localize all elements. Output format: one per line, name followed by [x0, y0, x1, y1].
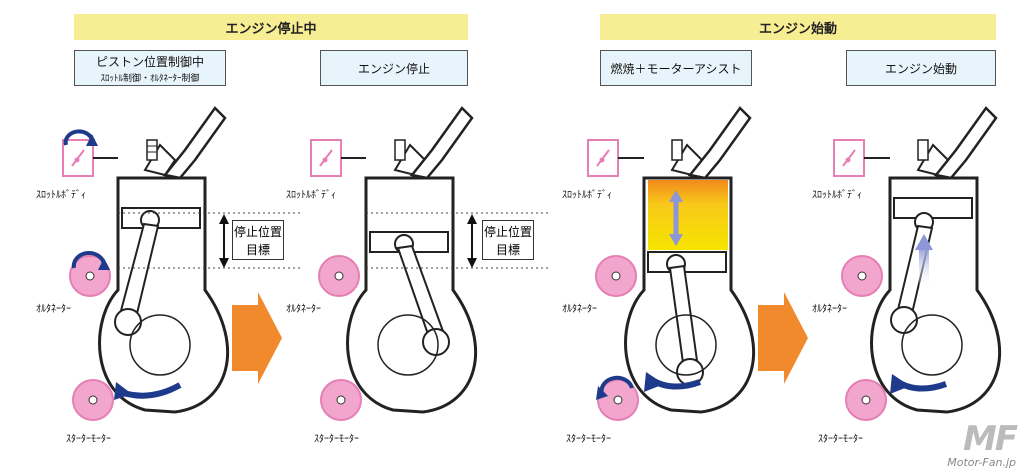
- step-box-piston-control: ピストン位置制御中 ｽﾛｯﾄﾙ制御・ｵﾙﾀﾈｰﾀｰ制御: [74, 50, 226, 86]
- logo-mark: MF: [962, 419, 1018, 459]
- panel-4-engine: [870, 106, 1001, 414]
- step-subtitle: ｽﾛｯﾄﾙ制御・ｵﾙﾀﾈｰﾀｰ制御: [100, 73, 200, 84]
- rotation-arrow-icon: [63, 129, 94, 146]
- label-alternator: ｵﾙﾀﾈｰﾀｰ: [562, 304, 597, 315]
- label-alternator: ｵﾙﾀﾈｰﾀｰ: [36, 304, 71, 315]
- combustion-chamber: [648, 180, 728, 250]
- step-title: エンジン始動: [884, 61, 957, 76]
- logo-site: Motor-Fan.jp: [947, 456, 1016, 469]
- step-title: 燃焼＋モーターアシスト: [610, 61, 742, 76]
- transition-arrow-icon: [232, 292, 282, 384]
- motor-fan-logo: MF Motor-Fan.jp: [947, 419, 1018, 469]
- target-line2: 目標: [245, 243, 270, 257]
- label-throttle-body: ｽﾛｯﾄﾙﾎﾞﾃﾞｨ: [812, 190, 862, 201]
- label-starter-motor: ｽﾀｰﾀｰﾓｰﾀｰ: [566, 434, 611, 445]
- stop-position-target-1: 停止位置 目標: [232, 220, 284, 260]
- target-line2: 目標: [495, 243, 520, 257]
- label-starter-motor: ｽﾀｰﾀｰﾓｰﾀｰ: [818, 434, 863, 445]
- step-title: ピストン位置制御中: [95, 54, 204, 69]
- step-box-engine-stop: エンジン停止: [320, 50, 468, 86]
- label-throttle-body: ｽﾛｯﾄﾙﾎﾞﾃﾞｨ: [562, 190, 612, 201]
- label-throttle-body: ｽﾛｯﾄﾙﾎﾞﾃﾞｨ: [286, 190, 336, 201]
- transition-arrow-icon: [758, 292, 808, 384]
- banner-engine-stopped: エンジン停止中: [74, 14, 468, 40]
- step-title: エンジン停止: [357, 61, 430, 76]
- label-starter-motor: ｽﾀｰﾀｰﾓｰﾀｰ: [66, 434, 111, 445]
- stop-position-target-2: 停止位置 目標: [482, 220, 534, 260]
- panel-2-engine: [346, 106, 477, 414]
- banner-engine-stopped-text: エンジン停止中: [225, 21, 317, 37]
- label-alternator: ｵﾙﾀﾈｰﾀｰ: [812, 304, 847, 315]
- banner-engine-start: エンジン始動: [600, 14, 996, 40]
- panel-3-engine: [624, 106, 755, 414]
- target-line1: 停止位置: [483, 225, 532, 239]
- step-box-engine-start: エンジン始動: [846, 50, 996, 86]
- target-line1: 停止位置: [233, 225, 282, 239]
- banner-engine-start-text: エンジン始動: [758, 21, 837, 37]
- step-box-combustion-assist: 燃焼＋モーターアシスト: [600, 50, 752, 86]
- panel-1-engine: [98, 106, 229, 414]
- label-throttle-body: ｽﾛｯﾄﾙﾎﾞﾃﾞｨ: [36, 190, 86, 201]
- label-starter-motor: ｽﾀｰﾀｰﾓｰﾀｰ: [314, 434, 359, 445]
- label-alternator: ｵﾙﾀﾈｰﾀｰ: [286, 304, 321, 315]
